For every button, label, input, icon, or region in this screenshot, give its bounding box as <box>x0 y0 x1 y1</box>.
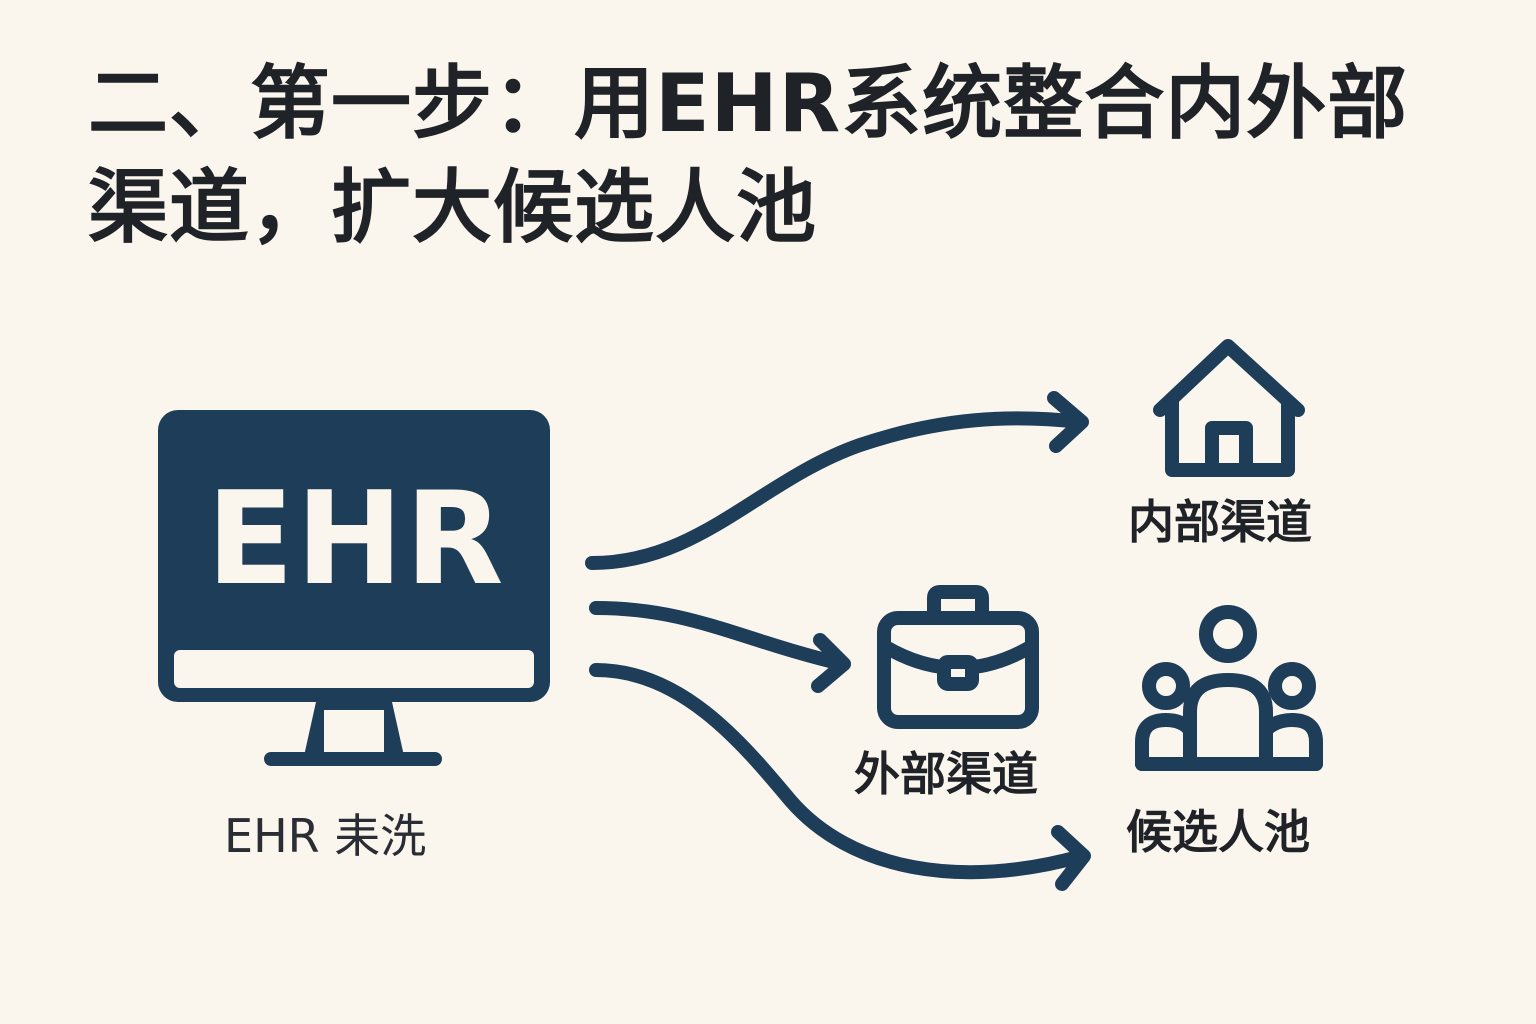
label-candidate-pool: 候选人池 <box>1126 805 1310 859</box>
arrow-to-internal <box>585 391 1089 570</box>
house-icon <box>1153 339 1305 477</box>
page-title: 二、第一步：用EHR系统整合内外部渠道，扩大候选人池 <box>88 57 1409 254</box>
screen-text: EHR <box>206 465 505 614</box>
computer-monitor-icon: EHR <box>158 410 550 766</box>
computer-caption: EHR 耒洗 <box>224 809 427 863</box>
label-external-channels: 外部渠道 <box>854 747 1038 801</box>
arrow-to-candidate-pool <box>589 663 1091 891</box>
arrow-to-external <box>589 601 851 693</box>
people-group-icon <box>1135 605 1323 771</box>
label-internal-channels: 内部渠道 <box>1128 495 1312 549</box>
briefcase-icon <box>877 585 1039 729</box>
